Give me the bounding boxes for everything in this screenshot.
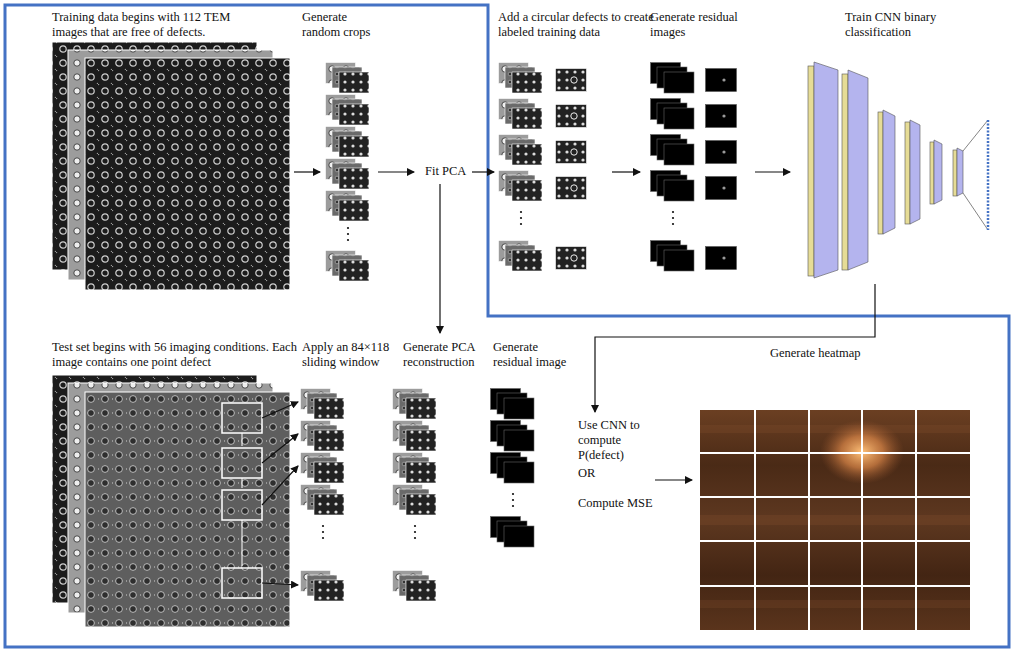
crop-column bbox=[326, 63, 370, 282]
defect-crop-column bbox=[499, 63, 587, 272]
text-label: Generate random crops bbox=[302, 10, 382, 40]
text-label: Use CNN to compute P(defect) bbox=[578, 418, 644, 463]
tem-image-stack bbox=[52, 42, 290, 290]
cnn-symbol bbox=[808, 62, 988, 278]
text-label: Generate heatmap bbox=[770, 346, 861, 361]
text-label: Train CNN binary classification bbox=[845, 10, 955, 40]
text-label: Fit PCA bbox=[425, 164, 466, 179]
text-label: Generate PCA reconstruction bbox=[403, 340, 487, 370]
text-label: Training data begins with 112 TEM images… bbox=[52, 10, 267, 40]
residual-column bbox=[651, 63, 737, 272]
text-label: Generate residual images bbox=[650, 10, 760, 40]
text-label: Test set begins with 56 imaging conditio… bbox=[52, 340, 307, 370]
text-label: OR bbox=[578, 466, 595, 481]
text-label: Generate residual image bbox=[493, 340, 573, 370]
region-outline bbox=[5, 5, 1009, 647]
flow-arrows bbox=[262, 172, 875, 585]
test-image-stack bbox=[52, 375, 290, 627]
text-label: Compute MSE bbox=[578, 496, 653, 511]
text-label: Apply an 84×118 sliding window bbox=[302, 340, 397, 370]
window-columns bbox=[301, 389, 535, 602]
heatmap bbox=[700, 410, 970, 630]
text-label: Add a circular defects to create labeled… bbox=[498, 10, 658, 40]
